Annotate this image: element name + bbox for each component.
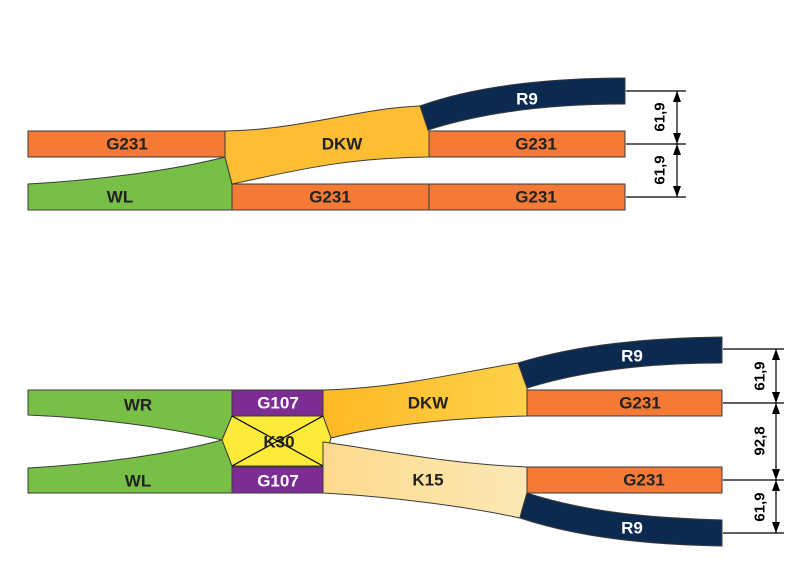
g231-left-label: G231	[106, 135, 148, 154]
r9-bottom-curve-piece	[519, 492, 723, 547]
g231-bottom-right-piece	[526, 466, 723, 494]
dkw-bottom-label: DKW	[408, 394, 450, 413]
wl-bottom-label: WL	[125, 472, 151, 491]
g231-top-right-piece	[526, 389, 723, 417]
g231-top-label: G231	[619, 394, 661, 413]
top-dimension-lines	[626, 90, 686, 198]
bottom-dimension-3: 61,9	[752, 492, 769, 521]
g231-mid-right-label: G231	[515, 135, 557, 154]
g231-straight-mid-right	[428, 130, 626, 158]
g231-straight-bottom-mid	[231, 183, 430, 211]
bottom-dimension-2: 92,8	[752, 426, 769, 455]
dkw-label: DKW	[322, 135, 364, 154]
k30-label: K30	[263, 433, 294, 452]
top-dimension-2: 61,9	[652, 155, 669, 184]
r9-label: R9	[516, 90, 538, 109]
g231-straight-left	[27, 130, 226, 158]
g107-top-label: G107	[257, 394, 299, 413]
r9-top-label: R9	[621, 347, 643, 366]
wl-bottom-turnout-piece	[27, 439, 233, 494]
k15-label: K15	[412, 471, 443, 490]
top-dimension-1: 61,9	[652, 102, 669, 131]
r9-curve-piece	[419, 77, 626, 131]
g107-bottom-label: G107	[257, 472, 299, 491]
k30-crossing-lines	[231, 415, 324, 467]
dkw-double-slip-piece	[224, 105, 430, 185]
bottom-dimension-1: 61,9	[752, 361, 769, 390]
bottom-dimension-lines	[723, 348, 784, 534]
wr-label: WR	[124, 396, 152, 415]
g231-bottom-mid-label: G231	[309, 188, 351, 207]
top-layout: R9 G231 G231 WL DKW G231 G231 61,9	[27, 77, 686, 211]
r9-top-curve-piece	[517, 336, 723, 389]
bottom-layout: R9 WR G107 DKW G231 K30 WL G107 K15 G231…	[27, 336, 784, 547]
g231-bottom-label: G231	[623, 471, 665, 490]
g231-bottom-right-label: G231	[515, 188, 557, 207]
g107-top-piece	[231, 389, 324, 417]
g107-bottom-piece	[231, 466, 324, 494]
wl-label: WL	[107, 188, 133, 207]
g231-straight-bottom-right	[428, 183, 626, 211]
r9-bottom-label: R9	[621, 519, 643, 538]
